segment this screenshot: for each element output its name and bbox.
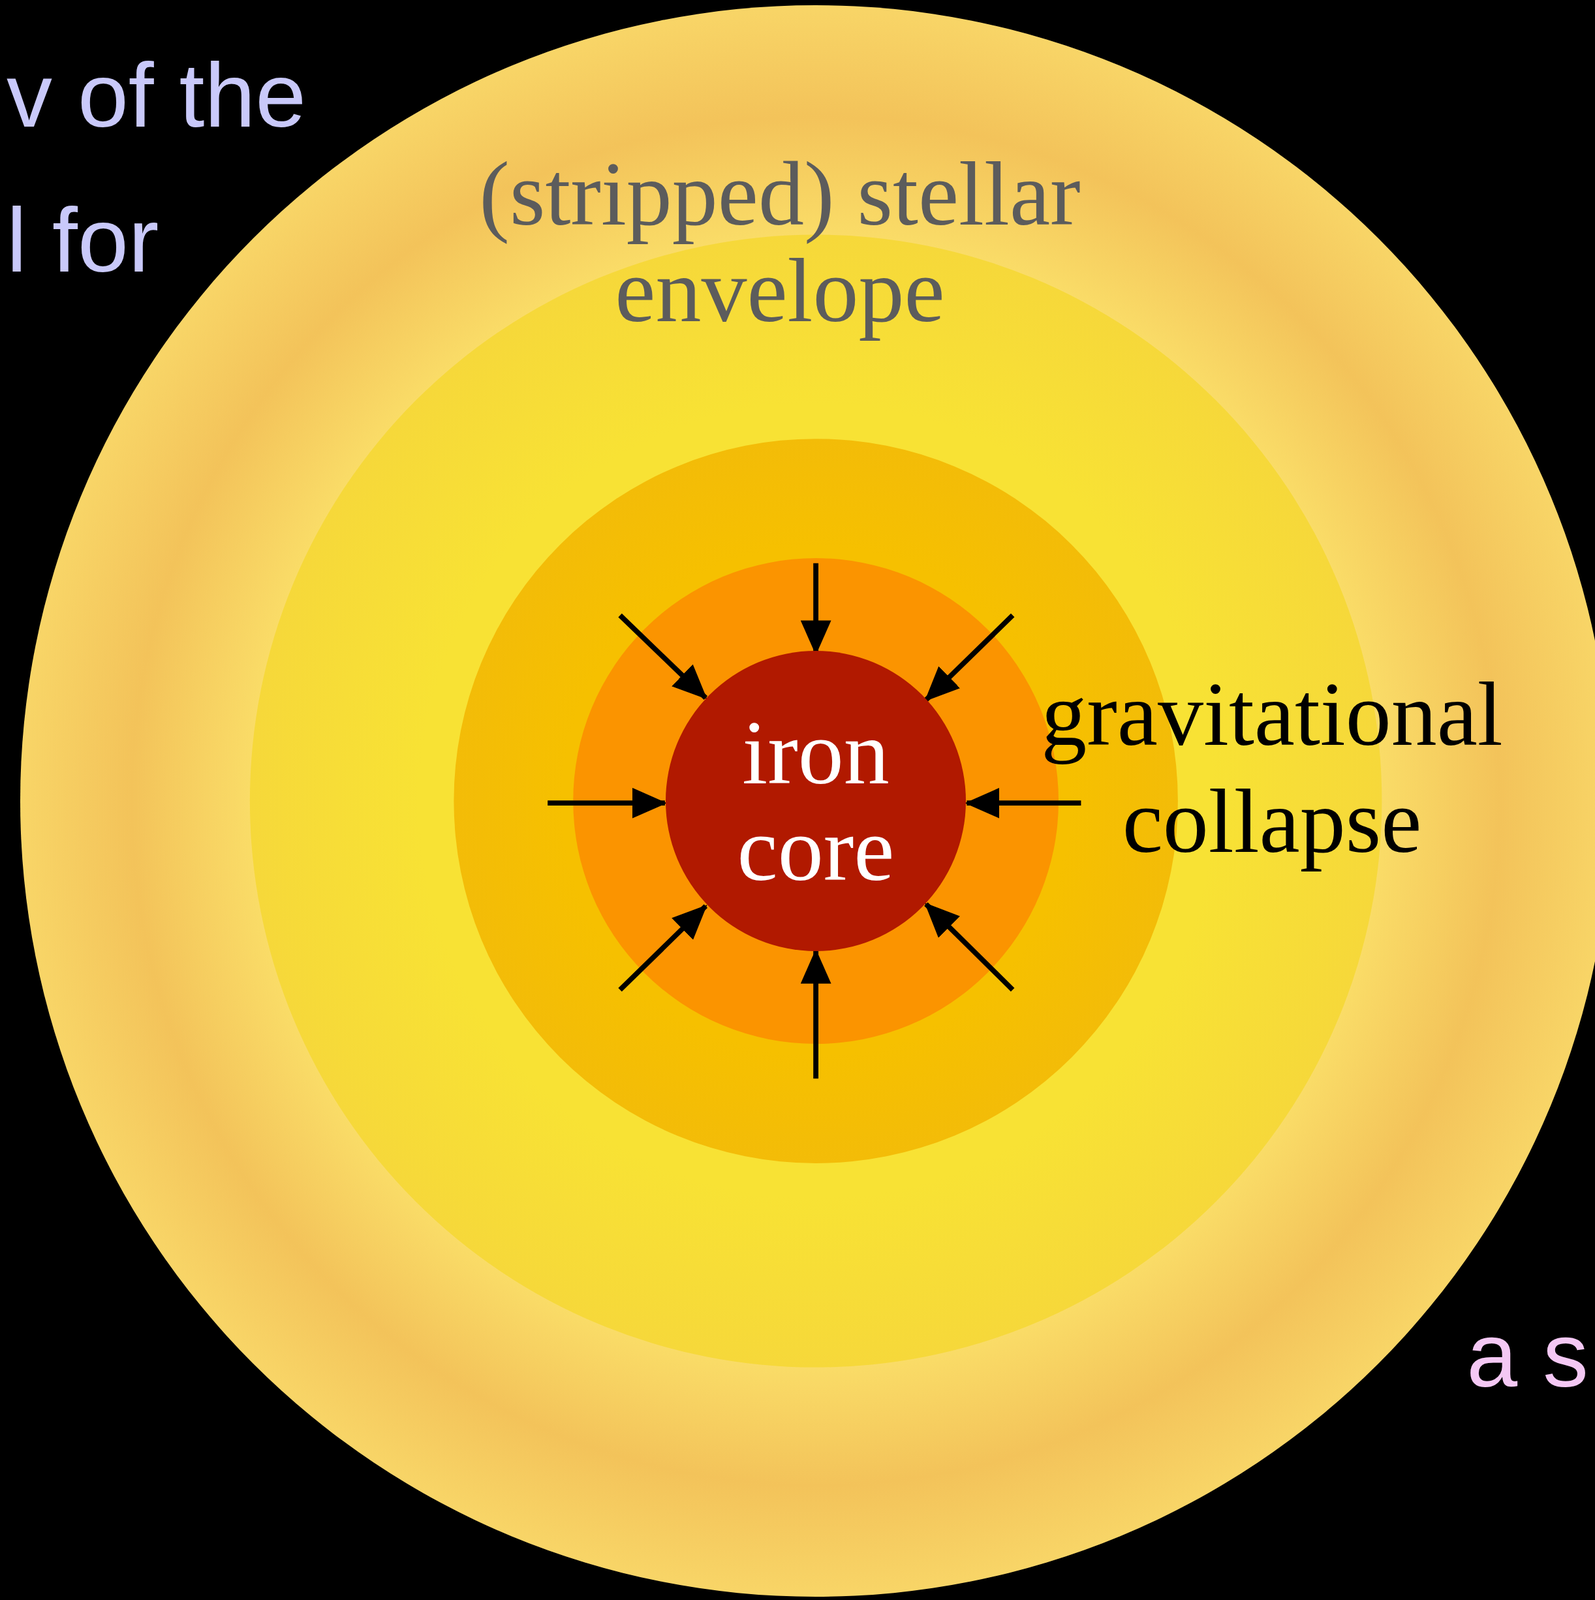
envelope-label: (stripped) stellar envelope: [453, 145, 1107, 340]
collapse-arrow: [813, 563, 819, 654]
slide-text-fragment: a s: [1466, 1300, 1589, 1410]
core-label: iron core: [724, 704, 908, 899]
collapse-label: gravitational collapse: [1023, 660, 1520, 875]
collapse-arrow: [926, 615, 1013, 701]
iron-core: iron core: [665, 650, 966, 951]
slide-text-fragment: l for: [6, 185, 159, 295]
collapse-arrow: [547, 800, 666, 806]
collapse-arrow: [619, 615, 706, 699]
slide-text-fragment: v of the: [6, 40, 307, 151]
collapse-arrow: [813, 950, 819, 1079]
collapse-arrow: [619, 905, 706, 990]
collapse-arrow: [966, 800, 1081, 806]
collapse-arrow: [926, 903, 1013, 990]
